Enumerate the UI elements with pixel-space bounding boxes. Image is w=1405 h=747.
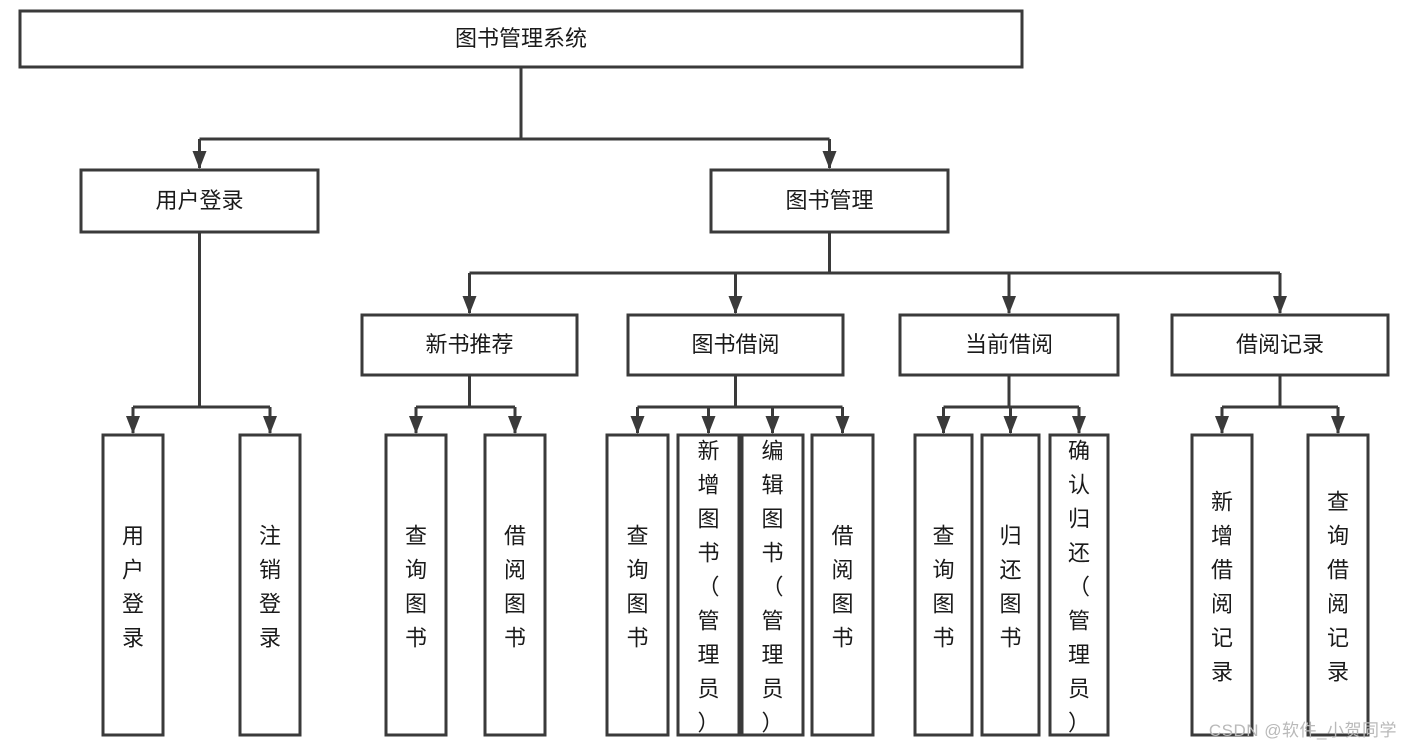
node-label: 图书借阅 — [691, 332, 779, 357]
node-label: 注销登录 — [259, 524, 281, 651]
watermark-label: CSDN @软件_小贺同学 — [1208, 721, 1397, 740]
node-box — [709, 168, 950, 234]
node-label: 图书管理 — [785, 188, 873, 213]
node-box — [483, 433, 547, 737]
node-box — [1190, 433, 1254, 737]
node-leaf-12[interactable]: 新增借阅记录 — [1190, 433, 1254, 737]
node-box — [605, 433, 670, 737]
node-label: 新增借阅记录 — [1211, 490, 1233, 685]
node-label: 查询借阅记录 — [1327, 490, 1349, 685]
node-leaf-10[interactable]: 归还图书 — [980, 433, 1041, 737]
node-level3-4[interactable]: 借阅记录 — [1170, 313, 1390, 377]
node-level3-1[interactable]: 新书推荐 — [360, 313, 579, 377]
node-leaf-9[interactable]: 查询图书 — [913, 433, 974, 737]
node-label: 借阅图书 — [831, 524, 853, 651]
node-leaf-13[interactable]: 查询借阅记录 — [1306, 433, 1370, 737]
node-leaf-11[interactable]: 确认归还（管理员） — [1048, 433, 1110, 737]
node-label: 确认归还（管理员） — [1068, 439, 1090, 736]
node-box — [101, 433, 165, 737]
node-level2-1[interactable]: 用户登录 — [79, 168, 320, 234]
node-box — [1170, 313, 1390, 377]
node-leaf-3[interactable]: 查询图书 — [384, 433, 448, 737]
node-label: 查询图书 — [932, 524, 954, 651]
node-box — [810, 433, 875, 737]
node-box — [360, 313, 579, 377]
node-box — [1306, 433, 1370, 737]
node-label: 归还图书 — [999, 524, 1021, 651]
node-label: 图书管理系统 — [455, 26, 587, 51]
node-label: 新增图书（管理员） — [697, 439, 719, 736]
node-box — [79, 168, 320, 234]
node-label: 用户登录 — [155, 188, 243, 213]
node-box — [384, 433, 448, 737]
node-box — [626, 313, 845, 377]
node-leaf-6[interactable]: 新增图书（管理员） — [676, 433, 741, 737]
node-leaf-8[interactable]: 借阅图书 — [810, 433, 875, 737]
node-box — [898, 313, 1120, 377]
node-root-system[interactable]: 图书管理系统 — [18, 9, 1024, 69]
node-label: 借阅图书 — [504, 524, 526, 651]
node-box — [238, 433, 302, 737]
node-box — [980, 433, 1041, 737]
node-label: 查询图书 — [405, 524, 427, 651]
node-leaf-7[interactable]: 编辑图书（管理员） — [740, 433, 805, 737]
node-level3-3[interactable]: 当前借阅 — [898, 313, 1120, 377]
node-box — [1048, 433, 1110, 737]
node-leaf-5[interactable]: 查询图书 — [605, 433, 670, 737]
node-box — [18, 9, 1024, 69]
node-level3-2[interactable]: 图书借阅 — [626, 313, 845, 377]
node-box — [676, 433, 741, 737]
node-label: 借阅记录 — [1236, 332, 1324, 357]
node-level2-2[interactable]: 图书管理 — [709, 168, 950, 234]
node-box — [740, 433, 805, 737]
node-label: 当前借阅 — [965, 332, 1053, 357]
node-box — [913, 433, 974, 737]
node-leaf-2[interactable]: 注销登录 — [238, 433, 302, 737]
node-leaf-1[interactable]: 用户登录 — [101, 433, 165, 737]
node-label: 新书推荐 — [425, 332, 513, 357]
node-label: 用户登录 — [122, 524, 144, 651]
node-leaf-4[interactable]: 借阅图书 — [483, 433, 547, 737]
node-label: 编辑图书（管理员） — [761, 439, 783, 736]
node-label: 查询图书 — [626, 524, 648, 651]
